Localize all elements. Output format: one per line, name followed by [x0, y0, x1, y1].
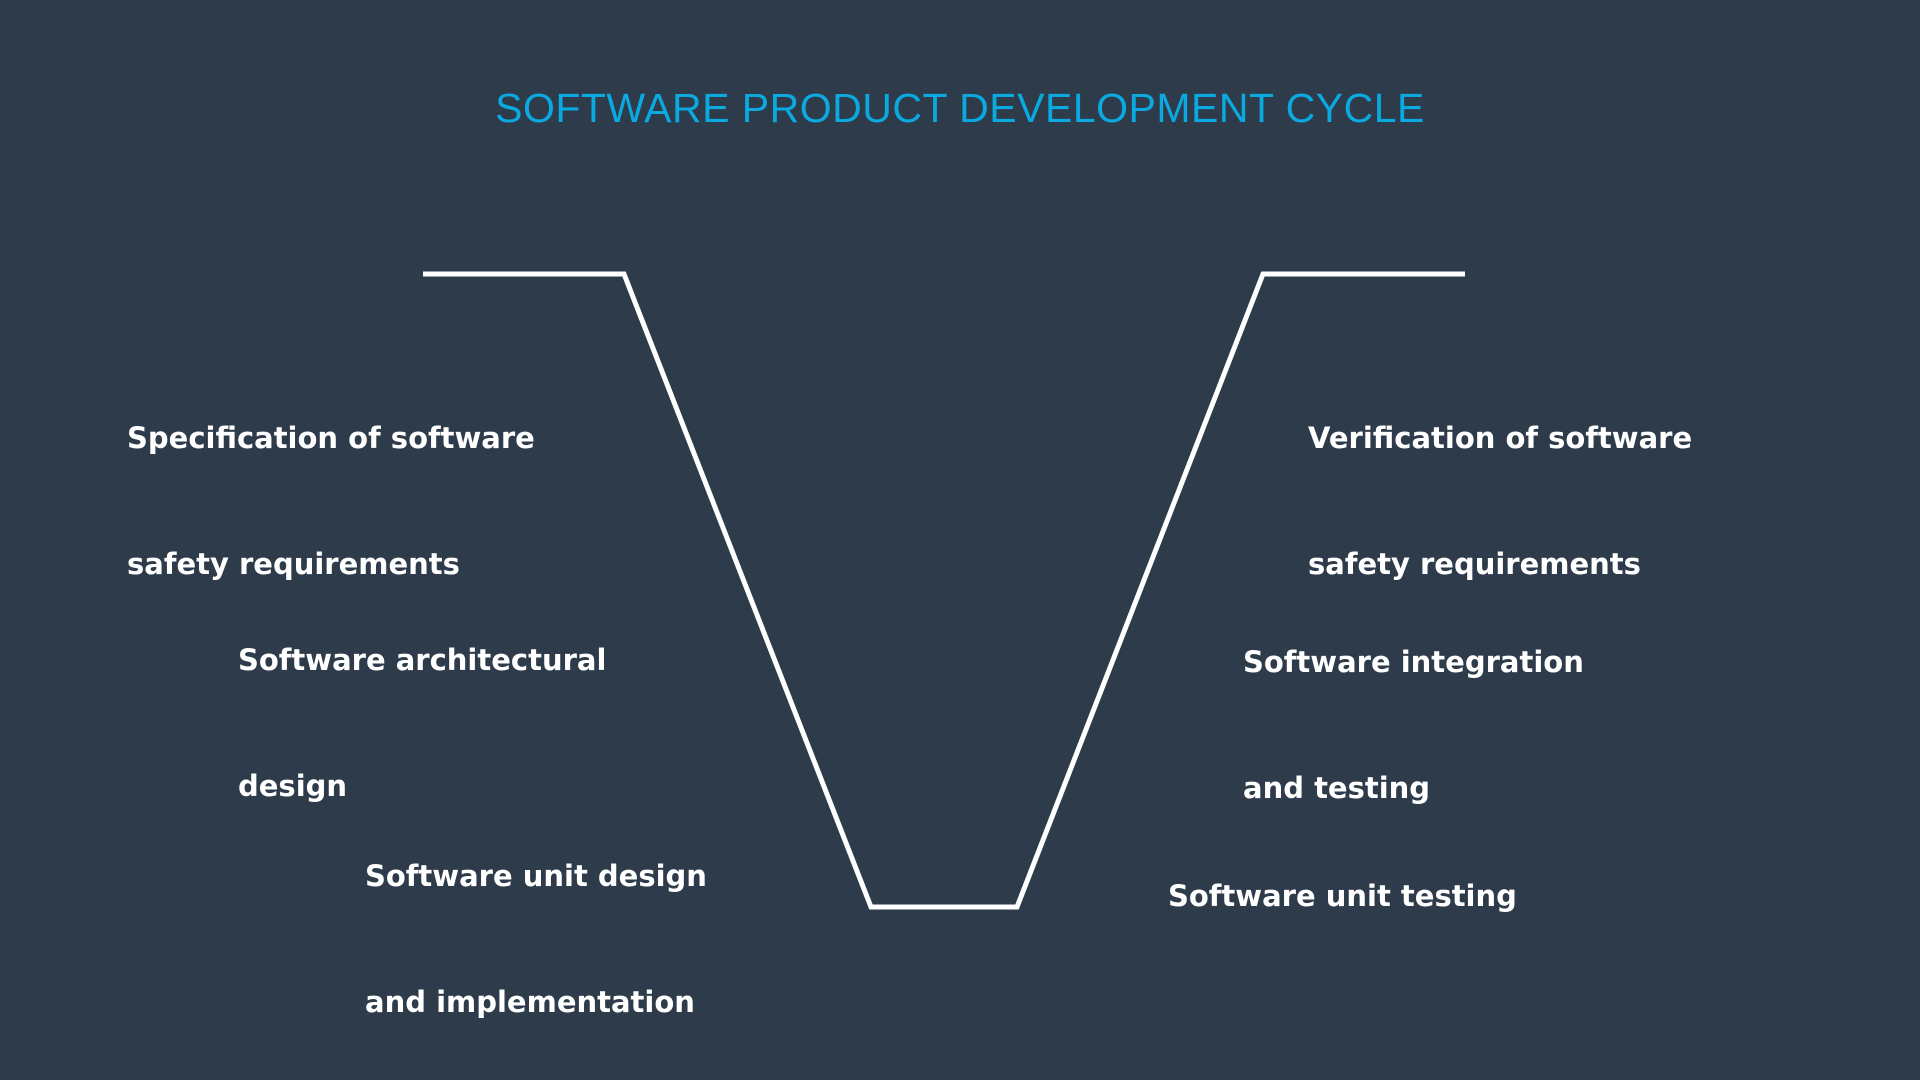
label-line: and implementation: [365, 985, 695, 1019]
right-stage-1-label: Verification of software safety requirem…: [1308, 333, 1692, 627]
right-stage-2-label: Software integration and testing: [1243, 557, 1584, 851]
label-line: safety requirements: [1308, 547, 1641, 581]
label-line: Specification of software: [127, 421, 535, 455]
left-stage-3-label: Software unit design and implementation: [365, 771, 707, 1065]
label-line: Software unit design: [365, 859, 707, 893]
label-line: Software architectural: [238, 643, 607, 677]
label-line: Verification of software: [1308, 421, 1693, 455]
label-line: and testing: [1243, 771, 1431, 805]
label-line: safety requirements: [127, 547, 460, 581]
label-line: Software integration: [1243, 645, 1584, 679]
label-line: design: [238, 769, 348, 803]
left-stage-1-label: Specification of software safety require…: [127, 333, 535, 627]
label-line: Software unit testing: [1168, 879, 1517, 913]
page-title: SOFTWARE PRODUCT DEVELOPMENT CYCLE: [495, 85, 1425, 131]
left-stage-2-label: Software architectural design: [238, 555, 606, 849]
right-stage-3-label: Software unit testing: [1168, 791, 1517, 959]
